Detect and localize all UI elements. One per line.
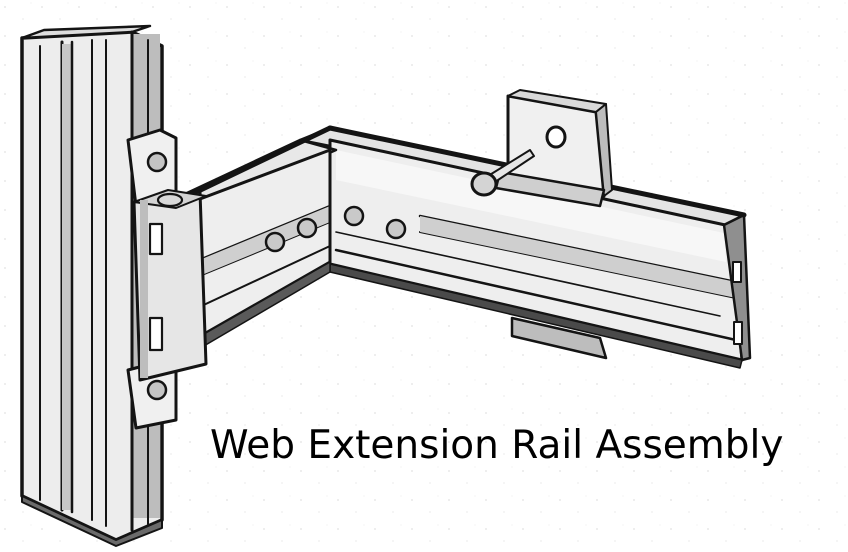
angle-bracket xyxy=(494,89,613,208)
mount-bracket xyxy=(126,128,208,430)
bracket-hole xyxy=(545,125,567,149)
short-rail xyxy=(170,125,338,361)
locking-pin xyxy=(470,149,535,197)
diagram-caption: Web Extension Rail Assembly xyxy=(210,423,784,468)
rail-bolts xyxy=(264,205,407,253)
